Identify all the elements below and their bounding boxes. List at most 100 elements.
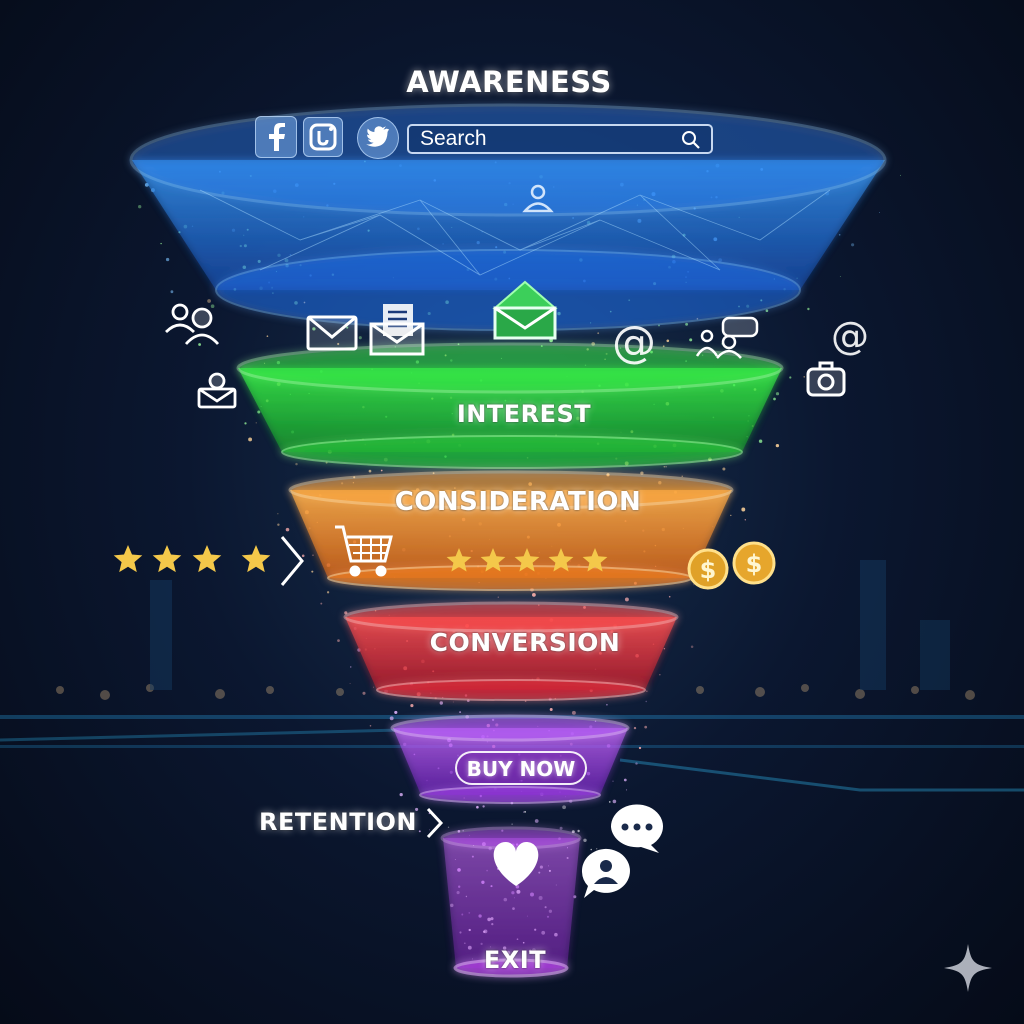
particle: [685, 322, 689, 326]
star-icon: [480, 548, 506, 572]
search-input[interactable]: Search: [407, 124, 713, 154]
particle: [380, 469, 383, 472]
buy-now-button[interactable]: BUY NOW: [455, 751, 587, 785]
star-icon: [548, 548, 574, 572]
star-icon: [192, 545, 222, 573]
particle: [160, 242, 162, 245]
heart-icon: [493, 842, 539, 886]
particle: [165, 257, 170, 262]
particle: [497, 596, 499, 598]
particle: [511, 823, 513, 825]
particle: [722, 467, 726, 471]
particle: [775, 443, 780, 448]
particle: [285, 527, 290, 532]
particle: [350, 666, 352, 668]
particle: [646, 690, 648, 692]
particle: [878, 212, 880, 213]
newsletter-icon: [369, 304, 425, 356]
stage-label-interest: INTEREST: [456, 400, 592, 428]
svg-text:@: @: [612, 317, 656, 368]
shopping-cart-icon: [335, 525, 393, 577]
retention-chevron-icon: [426, 807, 444, 839]
user-chat-icon: [581, 848, 630, 898]
user-icon: [522, 184, 554, 213]
funnel-tier-interest: [236, 342, 784, 469]
particle: [372, 686, 374, 688]
search-icon: [682, 131, 700, 149]
particle: [524, 811, 526, 813]
particle: [665, 465, 667, 468]
particle: [730, 514, 732, 517]
particle: [362, 691, 366, 695]
particle: [644, 725, 648, 729]
stage-label-awareness: AWARENESS: [406, 65, 612, 99]
particle: [523, 811, 525, 813]
particle: [210, 304, 215, 309]
star-icon: [113, 545, 143, 573]
stage-label-consideration: CONSIDERATION: [394, 487, 642, 517]
particle: [562, 805, 566, 810]
particle: [900, 174, 901, 176]
chat-bubble-icon: [610, 804, 663, 853]
particle: [410, 704, 414, 708]
particle: [248, 437, 253, 442]
particle: [295, 462, 298, 466]
funnel-mesh-awareness: [199, 189, 831, 276]
user-mail-icon: [197, 372, 237, 409]
particle: [255, 422, 257, 424]
particle: [625, 789, 628, 791]
svg-text:$: $: [746, 550, 763, 578]
coin-icon: $ $: [687, 541, 776, 590]
particle: [741, 507, 746, 512]
particle: [198, 343, 202, 346]
star-icon: [446, 548, 472, 572]
particle: [452, 701, 454, 703]
particle: [244, 422, 247, 425]
particle: [399, 792, 403, 797]
particle: [368, 469, 372, 473]
particle: [744, 519, 746, 521]
particle: [549, 708, 553, 711]
particle: [476, 805, 479, 809]
particle: [758, 439, 763, 443]
chevron-right-icon: [280, 536, 304, 586]
at-icon: @ @: [612, 314, 869, 368]
particle: [775, 392, 780, 396]
particle: [659, 674, 661, 676]
particle: [337, 342, 340, 346]
particle: [681, 475, 683, 477]
camera-icon: [806, 361, 846, 397]
particle: [369, 725, 372, 727]
particle: [277, 523, 280, 526]
particle: [608, 801, 611, 803]
particle: [612, 799, 617, 804]
particle: [534, 819, 539, 823]
particle: [358, 336, 362, 340]
particle: [349, 683, 351, 684]
particle: [623, 778, 627, 782]
particle: [668, 595, 671, 598]
particle: [346, 326, 349, 329]
svg-text:$: $: [700, 556, 717, 584]
particle: [807, 307, 810, 311]
particle: [394, 710, 398, 714]
particle: [320, 602, 323, 605]
particle: [170, 290, 174, 294]
particle: [389, 716, 394, 721]
particle: [138, 205, 142, 209]
twitter-icon: [357, 117, 399, 159]
particle: [482, 805, 485, 808]
particle: [326, 591, 330, 594]
stage-label-retention: RETENTION: [258, 808, 418, 836]
star-icon: [582, 548, 608, 572]
particle: [596, 848, 598, 850]
funnel-tier-exit: [440, 826, 582, 978]
particle: [803, 376, 805, 378]
particle: [418, 830, 421, 833]
particle: [789, 376, 792, 379]
open-mail-icon: [492, 280, 558, 340]
rating-stars-center: [446, 548, 608, 572]
particle: [571, 710, 576, 715]
particle: [207, 299, 212, 303]
